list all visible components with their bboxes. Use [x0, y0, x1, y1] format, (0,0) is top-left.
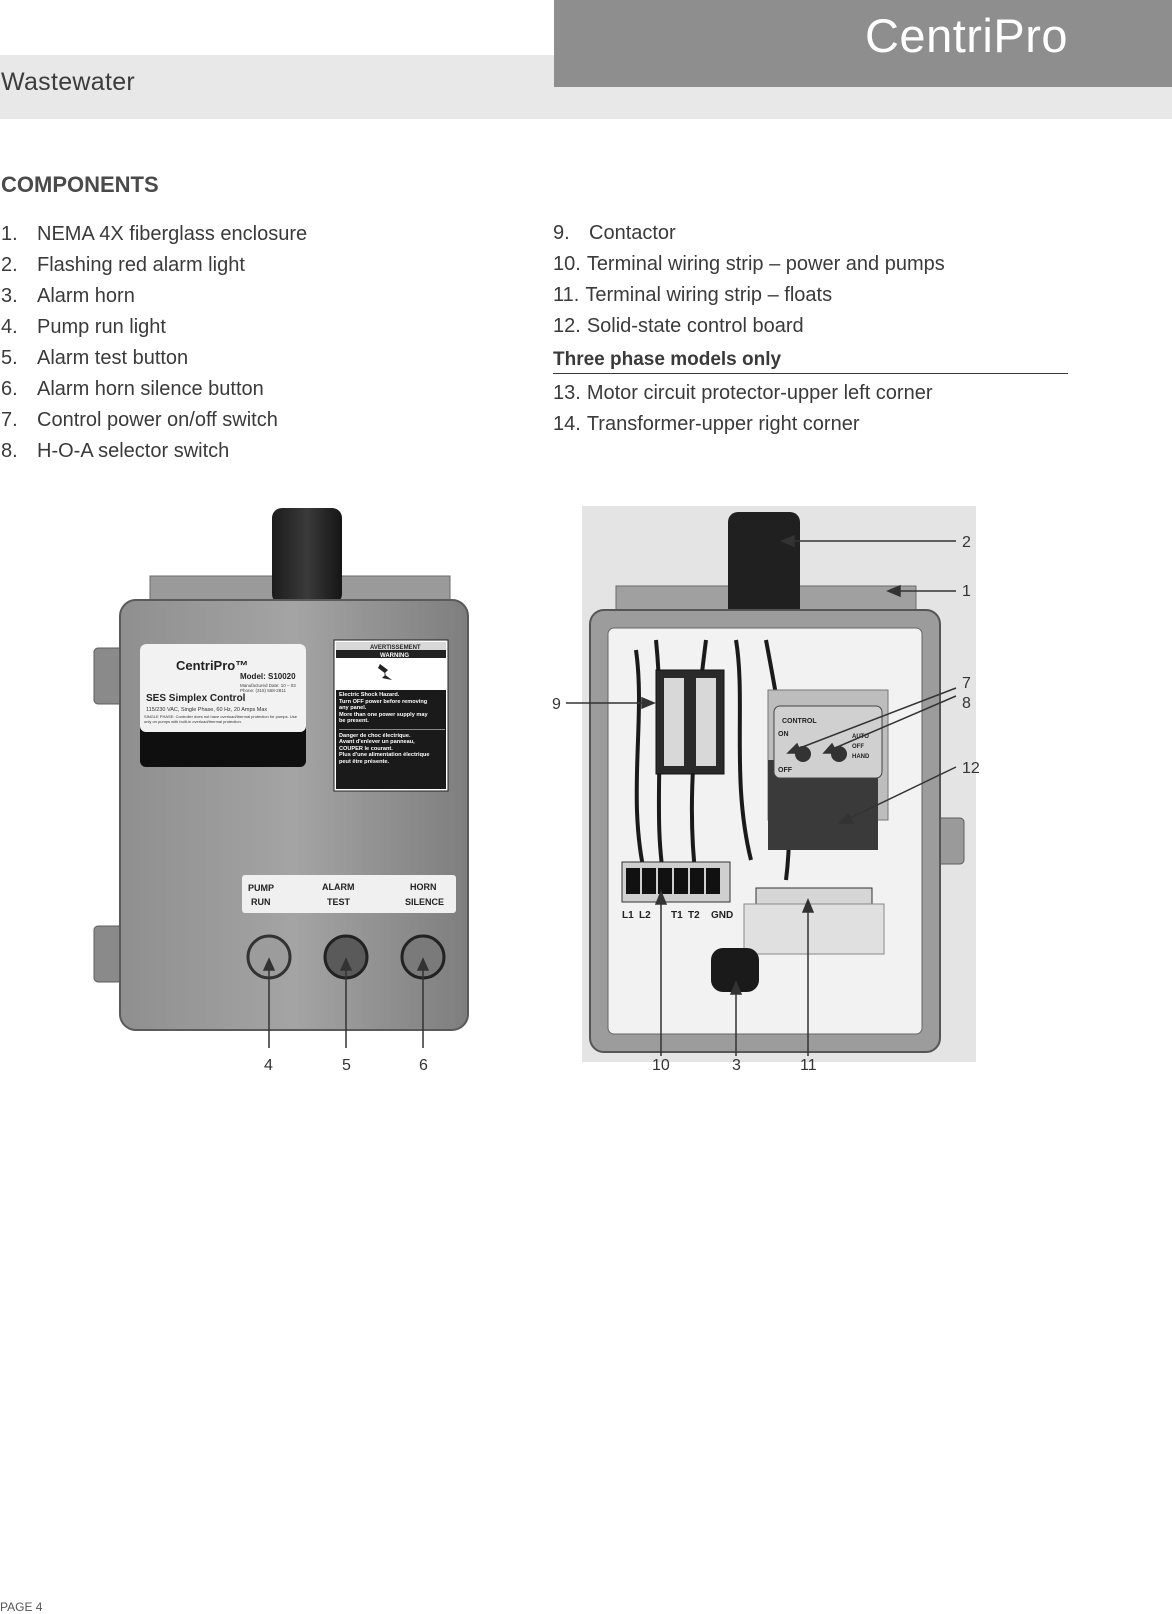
- label-model: Model: S10020: [240, 672, 296, 681]
- terminal-t2: T2: [688, 910, 700, 921]
- svg-text:TEST: TEST: [327, 897, 351, 907]
- components-list-right: 9.Contactor 10.Terminal wiring strip – p…: [553, 218, 945, 342]
- svg-text:OFF: OFF: [778, 767, 793, 774]
- front-panel-illustration: CentriPro™ Model: S10020 Manufactured Da…: [93, 508, 469, 1074]
- list-item: 2.Flashing red alarm light: [1, 254, 245, 276]
- callout-4: 4: [264, 1057, 273, 1074]
- list-item: 8.H-O-A selector switch: [1, 440, 230, 462]
- three-phase-list: 13.Motor circuit protector-upper left co…: [553, 378, 933, 440]
- list-item: 12.Solid-state control board: [553, 315, 804, 337]
- three-phase-heading: Three phase models only: [553, 349, 1068, 374]
- label-logo: CentriPro™: [176, 658, 248, 673]
- callout-arrows: [262, 957, 430, 1048]
- alarm-horn: [711, 948, 759, 992]
- warning-fr: AVERTISSEMENT: [370, 645, 421, 651]
- list-item: 1.NEMA 4X fiberglass enclosure: [1, 223, 308, 245]
- list-item: 7.Control power on/off switch: [1, 409, 278, 431]
- callout-11: 11: [800, 1057, 817, 1074]
- terminal-strip-floats: [755, 887, 873, 907]
- svg-text:OFF: OFF: [852, 744, 864, 750]
- terminal-gnd: GND: [711, 910, 733, 921]
- page-number: PAGE 4: [0, 1600, 43, 1614]
- label-note: SINGLE PHASE: Controller does not have o…: [144, 714, 297, 724]
- alarm-light: [272, 508, 342, 604]
- label-mfg-date: Manufactured Date: 10 – 03: [240, 683, 296, 688]
- warning-text: Electric Shock Hazard.Turn OFF power bef…: [339, 692, 445, 765]
- brand-box: CentriPro: [554, 0, 1172, 87]
- svg-text:ON: ON: [778, 731, 789, 738]
- label-rating: 115/230 VAC, Single Phase, 60 Hz, 20 Amp…: [146, 707, 267, 713]
- callout-8: 8: [962, 695, 971, 712]
- callout-7: 7: [962, 675, 971, 692]
- alarm-test-label: ALARM: [322, 882, 355, 892]
- callout-6: 6: [419, 1057, 428, 1074]
- callout-2: 2: [962, 534, 971, 551]
- callout-10: 10: [652, 1057, 670, 1074]
- alarm-light: [728, 512, 800, 622]
- callout-arrows: [566, 534, 957, 1056]
- shock-hazard-icon: [378, 664, 392, 680]
- components-list-left: 1.NEMA 4X fiberglass enclosure 2.Flashin…: [1, 219, 307, 467]
- list-item: 14.Transformer-upper right corner: [553, 413, 860, 435]
- callout-12: 12: [962, 760, 980, 777]
- horn-silence-label: HORN: [410, 882, 437, 892]
- brand-name: CentriPro: [864, 9, 1068, 62]
- float-plate: [743, 903, 885, 955]
- svg-text:SILENCE: SILENCE: [405, 897, 444, 907]
- callout-1: 1: [962, 583, 971, 600]
- list-item: 11.Terminal wiring strip – floats: [553, 284, 833, 306]
- callout-5: 5: [342, 1057, 351, 1074]
- svg-text:RUN: RUN: [251, 897, 271, 907]
- switch-label-control: CONTROL: [782, 718, 817, 725]
- warning-en: WARNING: [380, 653, 409, 659]
- terminal-l1: L1: [622, 910, 634, 921]
- list-item: 5.Alarm test button: [1, 347, 189, 369]
- button-label-strip: [242, 875, 456, 913]
- list-item: 10.Terminal wiring strip – power and pum…: [553, 253, 945, 275]
- list-item: 6.Alarm horn silence button: [1, 378, 264, 400]
- callout-3: 3: [732, 1057, 741, 1074]
- list-item: 3.Alarm horn: [1, 285, 135, 307]
- svg-text:HAND: HAND: [852, 754, 870, 760]
- list-item: 4.Pump run light: [1, 316, 166, 338]
- label-product: SES Simplex Control: [146, 693, 246, 704]
- components-heading: COMPONENTS: [1, 172, 159, 197]
- inside-panel-illustration: CONTROL ON OFF AUTO OFF HAND L1 L2 T1 T2…: [552, 506, 980, 1074]
- label-phone: Phone: (315) 568-2811: [240, 688, 286, 693]
- terminal-t1: T1: [671, 910, 683, 921]
- section-title: Wastewater: [1, 68, 136, 96]
- list-item: 13.Motor circuit protector-upper left co…: [553, 382, 933, 404]
- callout-9: 9: [552, 696, 561, 713]
- list-item: 9.Contactor: [553, 222, 676, 244]
- terminal-l2: L2: [639, 910, 651, 921]
- pump-run-label: PUMP: [248, 883, 274, 893]
